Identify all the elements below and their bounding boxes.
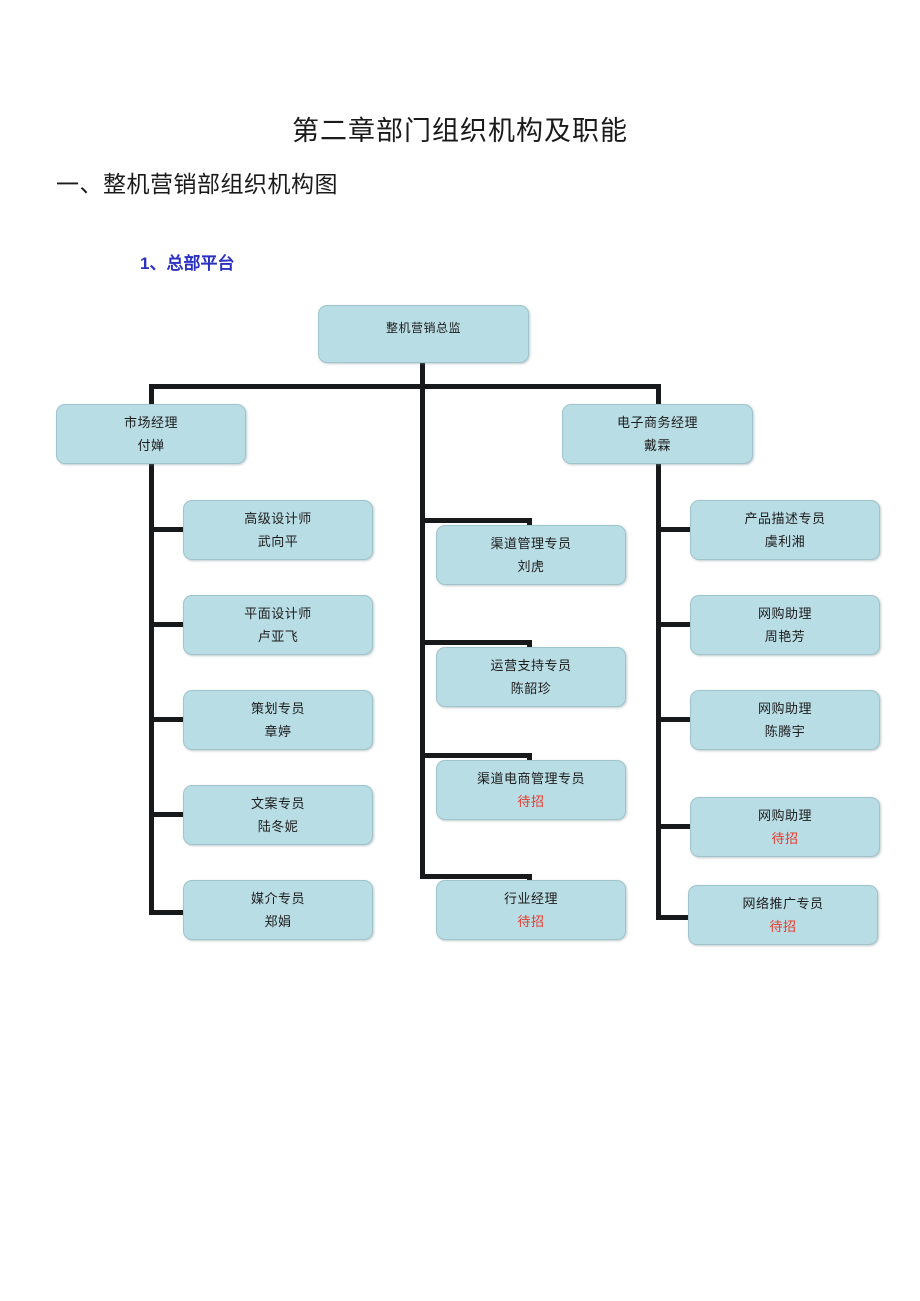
- org-node-graphic-designer[interactable]: 平面设计师 卢亚飞: [183, 595, 373, 655]
- connector-market-branch-3: [149, 717, 185, 722]
- org-node-person: 虞利湘: [764, 533, 806, 549]
- org-node-channel-ecom-admin[interactable]: 渠道电商管理专员 待招: [436, 760, 626, 820]
- org-node-person: 付婵: [137, 437, 165, 453]
- org-node-role: 策划专员: [250, 700, 305, 716]
- section-heading: 一、整机营销部组织机构图: [56, 172, 338, 197]
- connector-ecommerce-branch-3: [656, 717, 692, 722]
- org-node-online-assistant-3[interactable]: 网购助理 待招: [690, 797, 880, 857]
- connector-market-branch-2: [149, 622, 185, 627]
- org-node-role: 运营支持专员: [490, 657, 572, 673]
- org-node-web-promotion-officer[interactable]: 网络推广专员 待招: [688, 885, 878, 945]
- org-node-role: 渠道电商管理专员: [476, 770, 585, 786]
- org-node-role: 电子商务经理: [616, 414, 698, 430]
- org-node-person: 武向平: [257, 533, 299, 549]
- org-node-person: 卢亚飞: [257, 628, 299, 644]
- org-node-role: 整机营销总监: [385, 321, 461, 335]
- subsection-heading: 1、总部平台: [140, 254, 235, 273]
- connector-market-branch-4: [149, 812, 185, 817]
- org-node-planning-officer[interactable]: 策划专员 章婷: [183, 690, 373, 750]
- connector-market-branch-5: [149, 910, 185, 915]
- connector-ecommerce-branch-2: [656, 622, 692, 627]
- org-node-role: 产品描述专员: [744, 510, 826, 526]
- connector-ecommerce-branch-4: [656, 824, 692, 829]
- org-node-product-copy-officer[interactable]: 产品描述专员 虞利湘: [690, 500, 880, 560]
- org-node-role: 网购助理: [757, 700, 812, 716]
- org-node-market-manager[interactable]: 市场经理 付婵: [56, 404, 246, 464]
- org-node-person: 郑娟: [264, 913, 292, 929]
- org-node-person: 周艳芳: [764, 628, 806, 644]
- org-node-media-officer[interactable]: 媒介专员 郑娟: [183, 880, 373, 940]
- connector-ecommerce-branch-1: [656, 527, 692, 532]
- org-node-person: 陈腾宇: [764, 723, 806, 739]
- page-title: 第二章部门组织机构及职能: [292, 116, 628, 146]
- connector-market-branch-1: [149, 527, 185, 532]
- connector-channel-branch-2-h: [420, 640, 532, 645]
- org-node-person: 待招: [769, 918, 797, 934]
- org-node-operations-support[interactable]: 运营支持专员 陈韶珍: [436, 647, 626, 707]
- connector-channel-spine: [420, 384, 425, 879]
- org-node-role: 渠道管理专员: [490, 535, 572, 551]
- org-node-person: 陆冬妮: [257, 818, 299, 834]
- org-node-role: 媒介专员: [250, 890, 305, 906]
- org-node-person: 待招: [771, 830, 799, 846]
- org-node-ecommerce-manager[interactable]: 电子商务经理 戴霖: [562, 404, 753, 464]
- connector-channel-branch-1-h: [420, 518, 532, 523]
- org-node-role: 文案专员: [250, 795, 305, 811]
- org-node-person: 戴霖: [643, 437, 671, 453]
- connector-ecommerce-branch-5: [656, 915, 692, 920]
- org-node-person: 陈韶珍: [510, 680, 552, 696]
- connector-top-bus: [149, 384, 661, 389]
- org-node-role: 网购助理: [757, 605, 812, 621]
- org-node-person: 待招: [517, 913, 545, 929]
- org-node-role: 网络推广专员: [742, 895, 824, 911]
- org-node-senior-designer[interactable]: 高级设计师 武向平: [183, 500, 373, 560]
- org-node-person: 章婷: [264, 723, 292, 739]
- connector-channel-branch-3-h: [420, 753, 532, 758]
- connector-to-market-manager: [149, 384, 154, 405]
- org-node-person: 刘虎: [517, 558, 545, 574]
- org-node-cmo[interactable]: 整机营销总监: [318, 305, 529, 363]
- connector-ecommerce-spine: [656, 463, 661, 920]
- org-node-role: 网购助理: [757, 807, 812, 823]
- org-node-role: 行业经理: [503, 890, 558, 906]
- connector-market-spine: [149, 463, 154, 915]
- org-node-role: 平面设计师: [244, 605, 312, 621]
- connector-root-stem: [420, 361, 425, 387]
- connector-channel-branch-4-h: [420, 874, 532, 879]
- org-node-role: 市场经理: [123, 414, 178, 430]
- org-node-online-assistant-2[interactable]: 网购助理 陈腾宇: [690, 690, 880, 750]
- org-node-copywriter[interactable]: 文案专员 陆冬妮: [183, 785, 373, 845]
- org-node-role: 高级设计师: [244, 510, 312, 526]
- connector-to-ecommerce-manager: [656, 384, 661, 405]
- org-node-industry-manager[interactable]: 行业经理 待招: [436, 880, 626, 940]
- org-node-channel-admin[interactable]: 渠道管理专员 刘虎: [436, 525, 626, 585]
- org-node-online-assistant-1[interactable]: 网购助理 周艳芳: [690, 595, 880, 655]
- org-node-person: 待招: [517, 793, 545, 809]
